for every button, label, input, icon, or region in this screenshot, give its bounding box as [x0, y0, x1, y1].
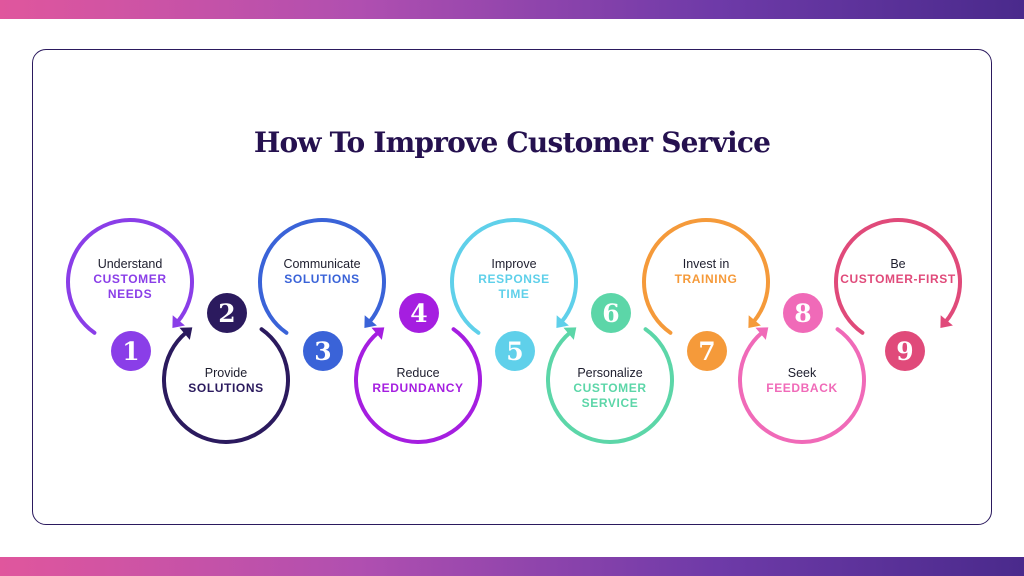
step-label: Improve [491, 257, 536, 271]
step-label: Seek [788, 366, 817, 380]
step-label: Understand [98, 257, 163, 271]
step-label: Invest in [683, 257, 730, 271]
step-number: 6 [602, 299, 619, 328]
step-label-emphasis: RESPONSE [478, 272, 550, 286]
step-label-emphasis: SOLUTIONS [188, 381, 263, 395]
step-label-emphasis: TIME [498, 287, 529, 301]
step-number: 4 [410, 299, 427, 328]
step-ring [66, 218, 194, 335]
step-ring [354, 327, 482, 444]
top-gradient-band [0, 0, 1024, 19]
step-label: Be [890, 257, 905, 271]
step-label: Communicate [283, 257, 360, 271]
arrowhead-icon [364, 315, 377, 328]
badge-circle [591, 293, 631, 333]
step-number-badge: 5 [495, 331, 535, 371]
badge-circle [111, 331, 151, 371]
step-label-emphasis: NEEDS [108, 287, 152, 301]
step-number-badge: 1 [111, 331, 151, 371]
badge-circle [399, 293, 439, 333]
badge-circle [687, 331, 727, 371]
step-number-badge: 6 [591, 293, 631, 333]
step-number: 3 [314, 337, 331, 366]
step-number-badge: 2 [207, 293, 247, 333]
step-number-badge: 8 [783, 293, 823, 333]
step-ring [834, 218, 962, 335]
step-ring [450, 218, 578, 335]
arrowhead-icon [172, 315, 185, 328]
arrowhead-icon [556, 315, 569, 328]
step-label-emphasis: SOLUTIONS [284, 272, 359, 286]
step-label-emphasis: CUSTOMER [573, 381, 646, 395]
step-number: 8 [794, 299, 811, 328]
step-number-badge: 4 [399, 293, 439, 333]
arrowhead-icon [179, 327, 193, 340]
arrowhead-icon [371, 327, 385, 340]
step-label: Provide [205, 366, 247, 380]
step-label: Reduce [396, 366, 439, 380]
step-number: 7 [698, 337, 715, 366]
badge-circle [495, 331, 535, 371]
step-number: 9 [896, 337, 913, 366]
arrowhead-icon [563, 327, 577, 340]
step-label-emphasis: SERVICE [582, 396, 639, 410]
bottom-gradient-band [0, 557, 1024, 576]
step-label: Personalize [577, 366, 642, 380]
step-label-emphasis: REDUNDANCY [372, 381, 463, 395]
step-number-badge: 9 [885, 331, 925, 371]
arrowhead-icon [748, 315, 761, 328]
step-number: 1 [122, 337, 139, 366]
step-number-badge: 7 [687, 331, 727, 371]
badge-circle [783, 293, 823, 333]
step-label-emphasis: CUSTOMER [93, 272, 166, 286]
step-number: 2 [218, 299, 235, 328]
arrowhead-icon [940, 315, 953, 328]
step-label-emphasis: CUSTOMER-FIRST [840, 272, 956, 286]
badge-circle [303, 331, 343, 371]
page-title: How To Improve Customer Service [253, 126, 771, 159]
step-label-emphasis: TRAINING [675, 272, 738, 286]
badge-circle [207, 293, 247, 333]
step-ring [738, 327, 866, 444]
step-ring [642, 218, 770, 335]
step-ring [162, 327, 290, 444]
step-label-emphasis: FEEDBACK [766, 381, 837, 395]
badge-circle [885, 331, 925, 371]
step-ring [546, 327, 674, 444]
step-ring [258, 218, 386, 335]
arrowhead-icon [755, 327, 769, 340]
step-number: 5 [506, 337, 523, 366]
step-number-badge: 3 [303, 331, 343, 371]
